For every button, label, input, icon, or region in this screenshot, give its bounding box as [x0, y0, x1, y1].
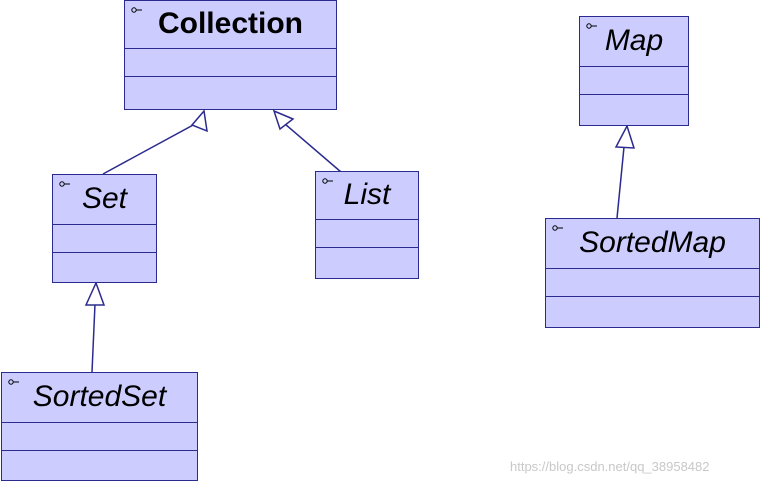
- class-map-label: Map: [604, 24, 664, 57]
- arrowhead-collection-from-set: [190, 109, 208, 133]
- class-sorted-set-operations: [2, 451, 197, 479]
- class-sorted-set-name: SortedSet: [2, 373, 197, 423]
- arrowhead-map-from-sortedmap: [614, 124, 636, 149]
- edge-sortedset-set: [91, 303, 96, 373]
- class-sorted-map-attributes: [546, 269, 759, 297]
- class-set: Set: [52, 174, 157, 283]
- class-map: Map: [579, 16, 689, 126]
- class-collection: Collection: [124, 0, 337, 110]
- class-sorted-map-label: SortedMap: [579, 226, 726, 259]
- visibility-icon: [59, 181, 70, 187]
- class-sorted-map: SortedMap: [545, 218, 760, 328]
- edge-sortedmap-map: [616, 146, 625, 219]
- watermark-text: https://blog.csdn.net/qq_38958482: [510, 459, 710, 474]
- class-collection-name: Collection: [125, 1, 336, 49]
- class-list-operations: [316, 248, 418, 276]
- class-set-attributes: [53, 225, 156, 253]
- visibility-icon: [131, 7, 142, 13]
- class-set-operations: [53, 253, 156, 281]
- visibility-icon: [322, 178, 333, 184]
- class-map-attributes: [580, 67, 688, 95]
- class-sorted-set: SortedSet: [1, 372, 198, 481]
- class-sorted-map-name: SortedMap: [546, 219, 759, 269]
- class-list-name: List: [316, 172, 418, 220]
- arrowhead-set-from-sortedset: [84, 281, 106, 306]
- class-map-operations: [580, 95, 688, 123]
- class-set-label: Set: [81, 182, 128, 215]
- arrowhead-collection-from-list: [272, 109, 295, 131]
- class-sorted-set-attributes: [2, 423, 197, 451]
- visibility-icon: [8, 379, 19, 385]
- class-list-attributes: [316, 220, 418, 248]
- class-list: List: [315, 171, 419, 279]
- visibility-icon: [586, 23, 597, 29]
- edge-set-collection: [102, 123, 196, 175]
- edge-list-collection: [284, 123, 342, 173]
- class-sorted-map-operations: [546, 297, 759, 325]
- class-collection-attributes: [125, 49, 336, 77]
- class-collection-operations: [125, 77, 336, 105]
- class-set-name: Set: [53, 175, 156, 225]
- class-list-label: List: [343, 178, 391, 211]
- class-collection-label: Collection: [157, 7, 303, 40]
- class-map-name: Map: [580, 17, 688, 67]
- visibility-icon: [552, 225, 563, 231]
- class-sorted-set-label: SortedSet: [32, 380, 167, 413]
